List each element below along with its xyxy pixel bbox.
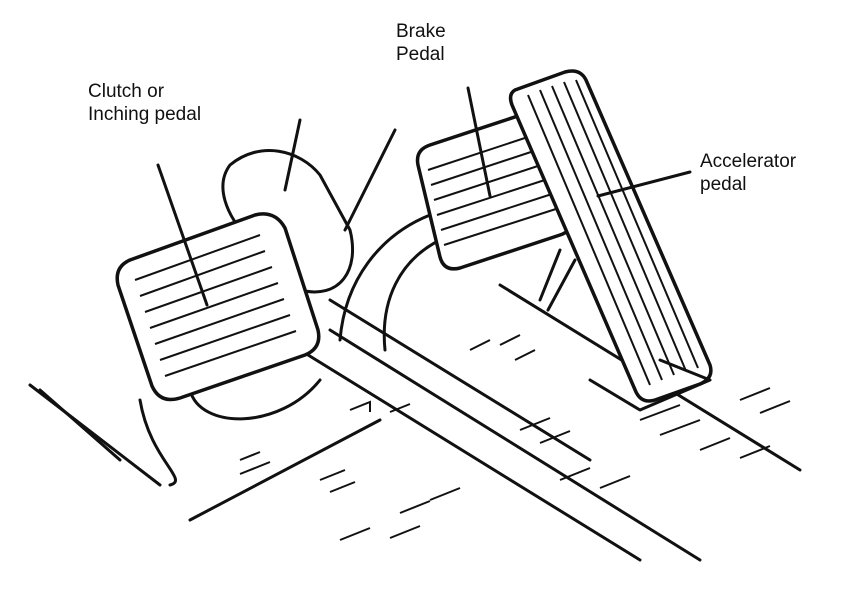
brake-arm: [338, 213, 442, 352]
clutch-arm: [138, 118, 397, 487]
brake-label-line2: Pedal: [396, 44, 445, 65]
clutch-label-line1: Clutch or: [88, 81, 165, 102]
accelerator-label-line2: pedal: [700, 174, 747, 195]
clutch-label: Clutch or Inching pedal: [88, 80, 201, 126]
accelerator-pedal: [508, 69, 713, 412]
accelerator-label-line1: Accelerator: [700, 151, 797, 172]
clutch-pedal-pad: [115, 212, 321, 402]
accelerator-label: Accelerator pedal: [700, 150, 796, 196]
clutch-label-line2: Inching pedal: [88, 104, 202, 125]
brake-label-line1: Brake: [396, 21, 446, 42]
accelerator-leader-line: [596, 170, 692, 198]
clutch-leader-line: [156, 163, 209, 307]
brake-label: Brake Pedal: [396, 20, 446, 66]
brake-leader-line: [466, 86, 492, 198]
